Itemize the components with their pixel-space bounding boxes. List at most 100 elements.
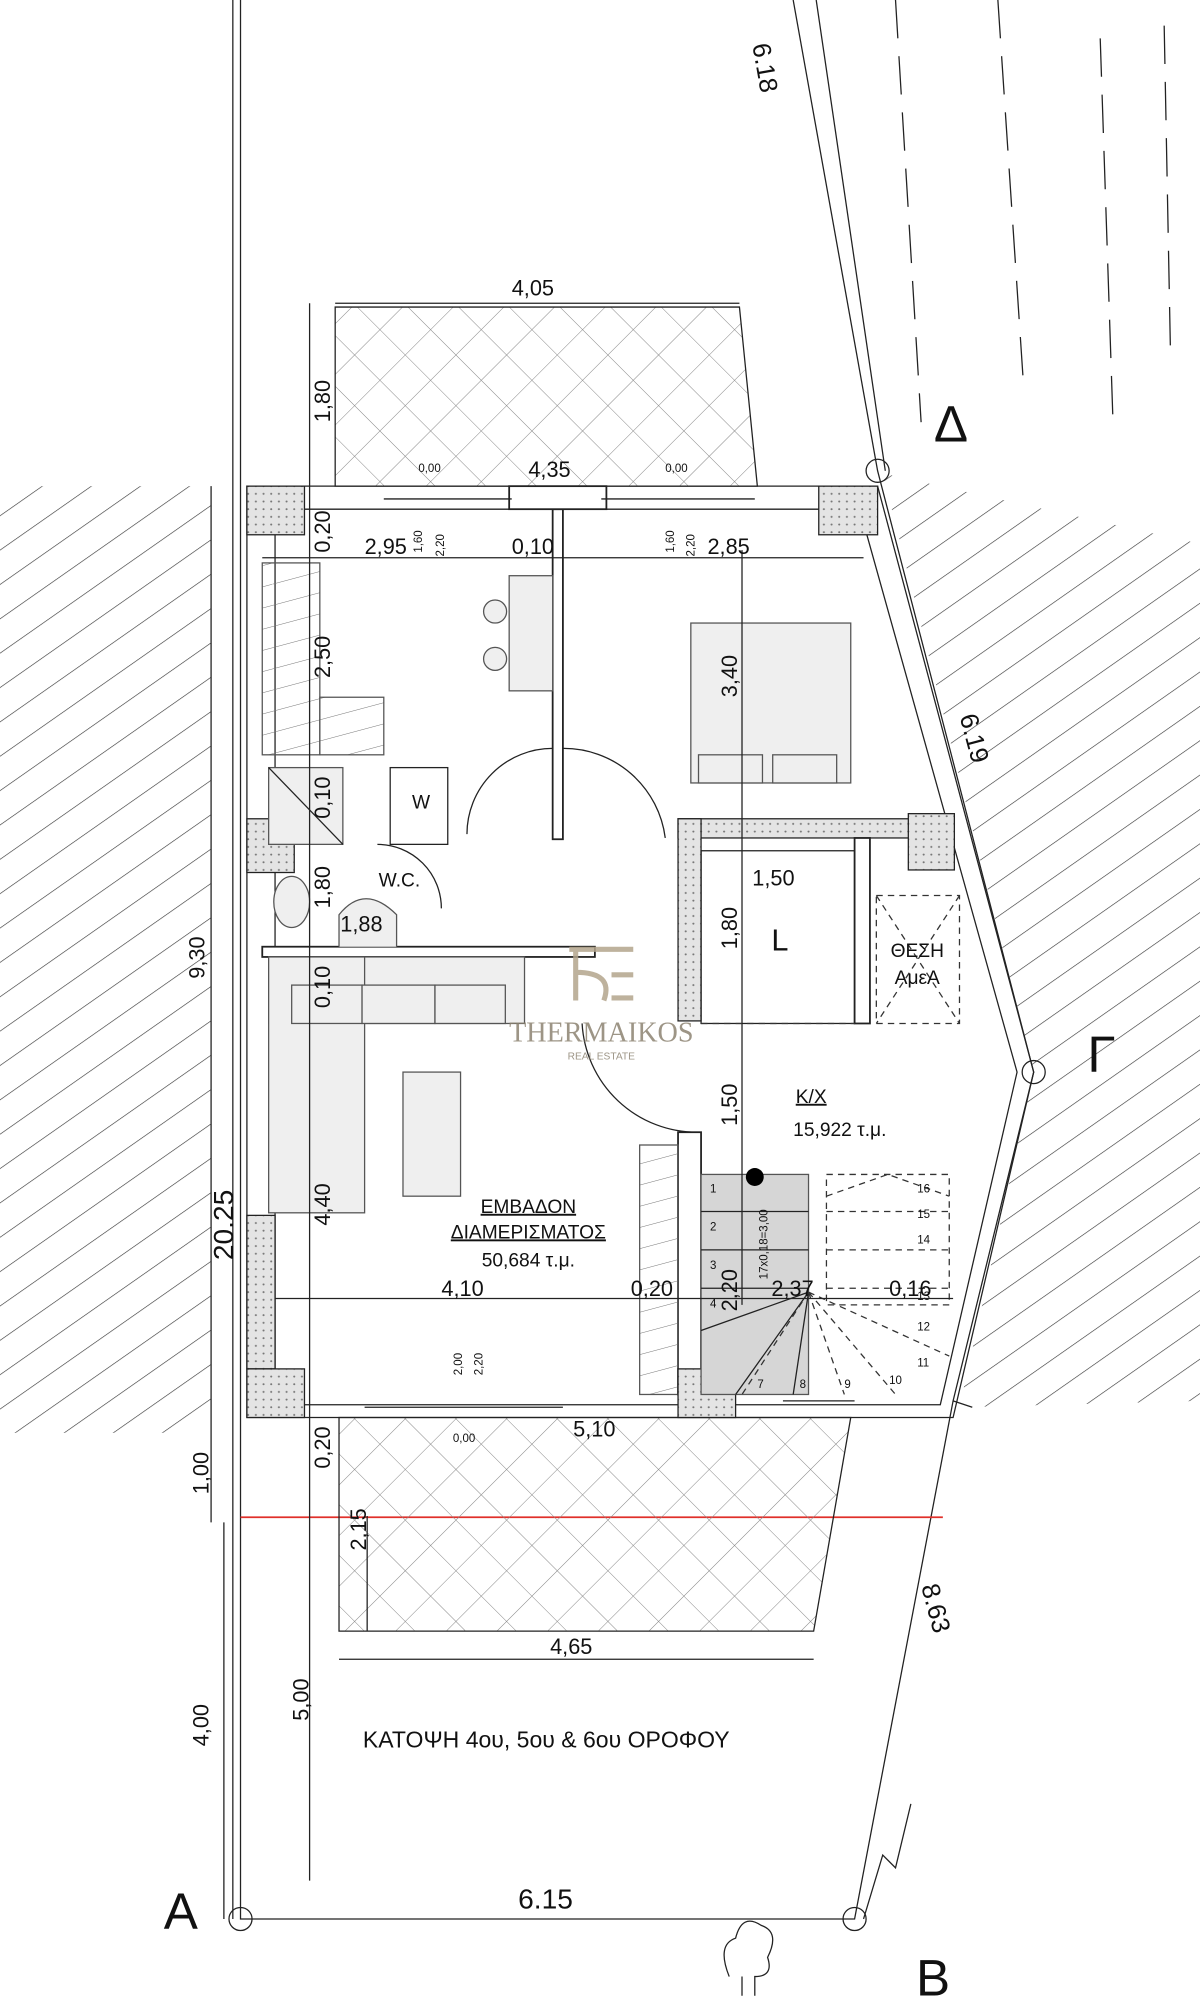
dining-table bbox=[508, 575, 554, 692]
svg-text:1,50: 1,50 bbox=[752, 865, 794, 890]
disabled-parking-box bbox=[875, 894, 961, 1025]
washer-box bbox=[389, 766, 449, 846]
svg-text:0,20: 0,20 bbox=[631, 1276, 673, 1301]
svg-text:7: 7 bbox=[757, 1379, 763, 1391]
corner-label-d: Δ bbox=[934, 395, 968, 452]
svg-text:3: 3 bbox=[710, 1260, 716, 1272]
sink bbox=[338, 898, 398, 947]
svg-text:0,00: 0,00 bbox=[665, 463, 687, 475]
svg-text:15: 15 bbox=[917, 1209, 930, 1221]
doors bbox=[377, 747, 698, 1133]
svg-text:0,16: 0,16 bbox=[889, 1276, 931, 1301]
room-labels: W W.C. L ΘΕΣΗ ΑμεΑ Κ/Χ 15,922 τ.μ. ΕΜΒΑΔ… bbox=[379, 793, 944, 1272]
svg-text:0,10: 0,10 bbox=[310, 966, 335, 1008]
svg-text:4,10: 4,10 bbox=[441, 1276, 483, 1301]
svg-text:0,10: 0,10 bbox=[512, 534, 554, 559]
svg-text:2: 2 bbox=[710, 1222, 716, 1234]
stair-core: 1 2 3 4 7 8 9 10 11 12 13 14 15 16 17x0,… bbox=[700, 550, 961, 1396]
svg-text:ΔΙΑΜΕΡΙΣΜΑΤΟΣ: ΔΙΑΜΕΡΙΣΜΑΤΟΣ bbox=[451, 1222, 606, 1243]
corner-d-marker bbox=[865, 458, 890, 483]
svg-text:8.63: 8.63 bbox=[915, 1581, 955, 1636]
svg-text:2,20: 2,20 bbox=[473, 1353, 485, 1375]
svg-text:1,80: 1,80 bbox=[717, 907, 742, 949]
svg-text:13: 13 bbox=[917, 1291, 930, 1303]
svg-text:0,10: 0,10 bbox=[310, 776, 335, 818]
svg-text:15,922 τ.μ.: 15,922 τ.μ. bbox=[793, 1120, 886, 1141]
svg-text:17x0,18=3,00: 17x0,18=3,00 bbox=[759, 1209, 771, 1279]
svg-text:2,15: 2,15 bbox=[346, 1508, 371, 1550]
dimension-labels: 4,05 1,80 4,35 0,00 0,00 0,20 2,95 1,60 … bbox=[185, 276, 932, 1747]
svg-text:0,00: 0,00 bbox=[418, 463, 440, 475]
corner-g-marker bbox=[1021, 1059, 1046, 1085]
svg-text:ΘΕΣΗ: ΘΕΣΗ bbox=[891, 941, 944, 962]
svg-text:2,50: 2,50 bbox=[310, 636, 335, 678]
furniture bbox=[261, 562, 852, 1214]
svg-text:1,88: 1,88 bbox=[340, 911, 382, 936]
svg-text:1,60: 1,60 bbox=[413, 530, 425, 552]
lift-shaft bbox=[700, 850, 856, 1025]
watermark-logo: THERMAIKOS REAL ESTATE bbox=[509, 946, 693, 1062]
corner-a-marker bbox=[228, 1906, 253, 1932]
svg-text:16: 16 bbox=[917, 1183, 930, 1195]
svg-text:ΕΜΒΑΔΟΝ: ΕΜΒΑΔΟΝ bbox=[481, 1197, 577, 1218]
coffee-table bbox=[402, 1071, 462, 1197]
stair-arrow-dot bbox=[745, 1168, 764, 1186]
svg-text:11: 11 bbox=[917, 1357, 929, 1369]
svg-text:9,30: 9,30 bbox=[185, 936, 210, 978]
svg-text:14: 14 bbox=[917, 1235, 930, 1247]
svg-text:4,40: 4,40 bbox=[310, 1183, 335, 1225]
svg-text:6.15: 6.15 bbox=[518, 1884, 573, 1915]
lift-label: L bbox=[771, 923, 788, 958]
toilet bbox=[273, 875, 311, 929]
svg-text:50,684 τ.μ.: 50,684 τ.μ. bbox=[482, 1251, 575, 1272]
svg-text:5,10: 5,10 bbox=[573, 1417, 615, 1442]
svg-text:8: 8 bbox=[800, 1379, 806, 1391]
svg-text:REAL ESTATE: REAL ESTATE bbox=[568, 1051, 636, 1062]
svg-text:4,65: 4,65 bbox=[550, 1634, 592, 1659]
svg-text:2,85: 2,85 bbox=[707, 534, 749, 559]
svg-text:2,37: 2,37 bbox=[771, 1276, 813, 1301]
corner-b-marker bbox=[842, 1906, 867, 1932]
svg-text:9: 9 bbox=[844, 1379, 850, 1391]
chair bbox=[482, 599, 508, 624]
svg-text:Κ/Χ: Κ/Χ bbox=[796, 1087, 827, 1108]
wc-label: W.C. bbox=[379, 871, 421, 892]
tree-symbol bbox=[723, 1920, 774, 1996]
svg-text:6.18: 6.18 bbox=[746, 41, 782, 95]
svg-text:3,40: 3,40 bbox=[717, 655, 742, 697]
svg-text:1,00: 1,00 bbox=[189, 1452, 214, 1494]
svg-text:5,00: 5,00 bbox=[288, 1678, 313, 1720]
svg-text:20.25: 20.25 bbox=[208, 1190, 239, 1260]
svg-text:2,20: 2,20 bbox=[435, 534, 447, 556]
svg-text:2,20: 2,20 bbox=[717, 1269, 742, 1311]
svg-text:THERMAIKOS: THERMAIKOS bbox=[509, 1017, 693, 1048]
svg-text:0,00: 0,00 bbox=[453, 1433, 475, 1445]
walls bbox=[246, 485, 1035, 1419]
plan-title: ΚΑΤΟΨΗ 4ου, 5ου & 6ου ΟΡΟΦΟΥ bbox=[363, 1727, 730, 1753]
north-arrow-icon bbox=[862, 1803, 912, 1920]
svg-text:10: 10 bbox=[889, 1375, 902, 1387]
svg-text:12: 12 bbox=[917, 1322, 930, 1334]
chair bbox=[482, 646, 508, 672]
svg-text:0,20: 0,20 bbox=[310, 510, 335, 552]
svg-text:4: 4 bbox=[710, 1298, 717, 1310]
svg-text:4,05: 4,05 bbox=[512, 276, 554, 301]
svg-text:1,60: 1,60 bbox=[665, 530, 677, 552]
svg-text:2,95: 2,95 bbox=[365, 534, 407, 559]
svg-text:2,20: 2,20 bbox=[686, 534, 698, 556]
svg-text:1: 1 bbox=[710, 1183, 716, 1195]
svg-text:4,35: 4,35 bbox=[528, 457, 570, 482]
corner-label-a: Α bbox=[164, 1883, 199, 1940]
svg-text:ΑμεΑ: ΑμεΑ bbox=[895, 968, 940, 989]
svg-text:1,50: 1,50 bbox=[717, 1084, 742, 1126]
dimension-lines bbox=[210, 302, 954, 1919]
corner-label-b: Β bbox=[916, 1950, 950, 2006]
svg-text:1,80: 1,80 bbox=[310, 380, 335, 422]
svg-text:2,00: 2,00 bbox=[453, 1353, 465, 1375]
svg-text:4,00: 4,00 bbox=[189, 1704, 214, 1746]
neighbor-hatch bbox=[0, 0, 1200, 1433]
svg-text:1,80: 1,80 bbox=[310, 866, 335, 908]
balcony-bottom bbox=[338, 1416, 852, 1632]
svg-text:0,20: 0,20 bbox=[310, 1426, 335, 1468]
